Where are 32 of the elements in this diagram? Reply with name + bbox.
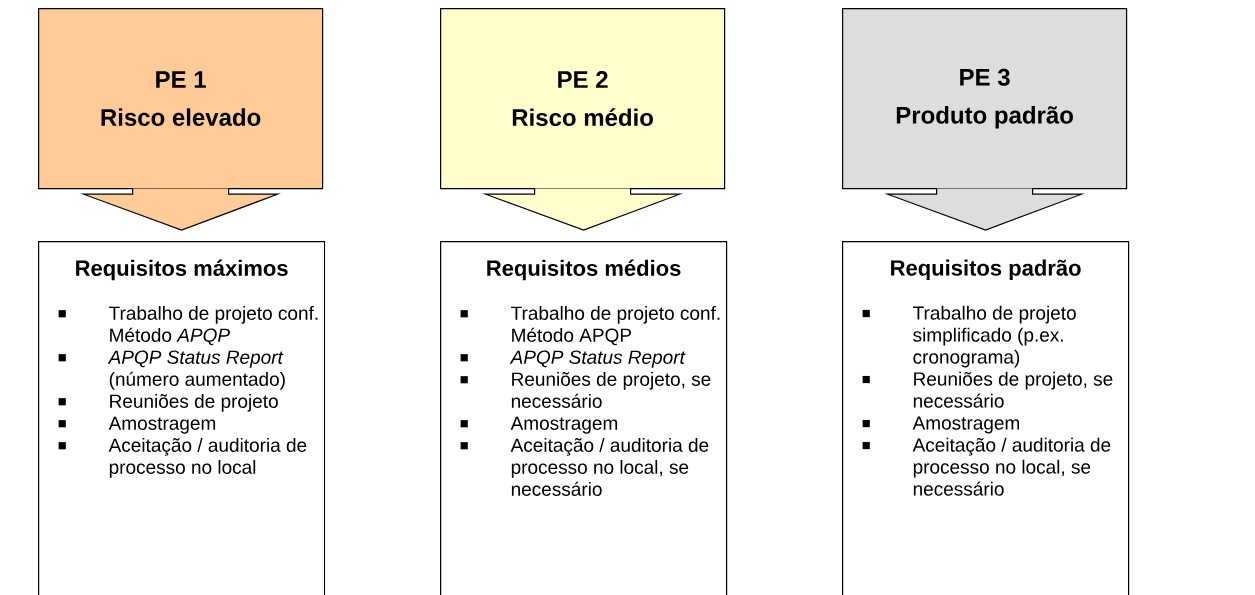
- block-arrow: [80, 187, 281, 231]
- bullet-item: Amostragem: [460, 416, 618, 434]
- bullet-item: Aceitação / auditoria de processo no local, se necessário: [862, 437, 1111, 496]
- requirements-box: [842, 241, 1130, 595]
- category-box: [842, 8, 1128, 190]
- requirements-box: [440, 241, 728, 595]
- bullet-item: Trabalho de projeto conf. Método APQP: [460, 305, 720, 346]
- bullet-item: APQP Status Report (número aumentado): [58, 350, 285, 390]
- panel-number: PE 2: [558, 71, 608, 88]
- panel-title: Risco médio: [512, 108, 653, 127]
- bullet-item: Trabalho de projeto conf. Método APQP: [58, 305, 318, 346]
- bullet-item: Trabalho de projeto simplificado (p.ex. cronograma): [862, 305, 1076, 368]
- requirements-box: [38, 241, 326, 595]
- panel-title: Risco elevado: [101, 108, 261, 126]
- bullet-item: Reuniões de projeto: [58, 393, 278, 412]
- bullet-item: Aceitação / auditoria de processo no local, se necessário: [460, 437, 709, 496]
- box-heading: Requisitos médios: [487, 259, 681, 281]
- bullet-item: Reuniões de projeto, se necessário: [460, 371, 711, 408]
- bullet-item: Amostragem: [862, 416, 1020, 434]
- bullet-item: APQP Status Report: [460, 350, 686, 368]
- category-box: [440, 8, 726, 190]
- panel-title: Produto padrão: [896, 106, 1073, 129]
- bullet-item: Amostragem: [58, 416, 216, 434]
- bullet-item: Reuniões de projeto, se necessário: [862, 371, 1113, 408]
- block-arrow: [482, 187, 683, 231]
- block-arrow: [884, 187, 1085, 231]
- panel-number: PE 1: [156, 71, 206, 88]
- box-heading: Requisitos máximos: [76, 259, 288, 281]
- box-heading: Requisitos padrão: [891, 259, 1081, 281]
- category-box: [38, 8, 324, 190]
- panel-number: PE 3: [960, 68, 1010, 86]
- bullet-item: Aceitação / auditoria de processo no local: [58, 437, 307, 478]
